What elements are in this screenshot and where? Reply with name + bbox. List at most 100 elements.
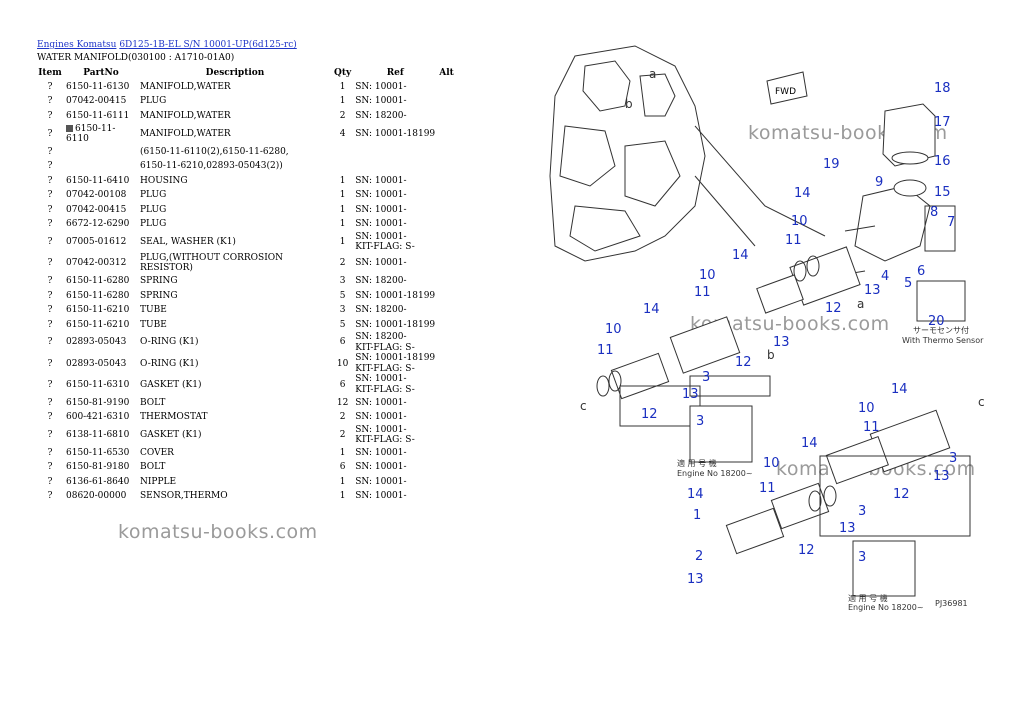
reference: SN: 10001-	[355, 81, 407, 92]
col-item: Item	[38, 68, 62, 78]
description: MANIFOLD,WATER	[140, 81, 231, 92]
breadcrumb: Engines Komatsu 6D125-1B-EL S/N 10001-UP…	[37, 40, 297, 50]
alt-cell	[437, 396, 456, 411]
description: MANIFOLD,WATER	[140, 110, 231, 121]
quantity: 1	[339, 96, 346, 107]
reference-cell: SN: 18200-KIT-FLAG: S-	[353, 332, 437, 353]
reference: SN: 10001-	[355, 447, 407, 458]
part-number: 6150-11-6111	[66, 110, 130, 121]
item: ?	[47, 175, 53, 186]
label-7: 7	[947, 215, 955, 230]
label-3: 3	[858, 550, 866, 565]
part-number-cell: 6150-11-6210	[64, 318, 138, 333]
item: ?	[47, 219, 53, 230]
quantity: 2	[339, 258, 346, 269]
description-cell: SEAL, WASHER (K1)	[138, 232, 332, 253]
reference-cell: SN: 10001-	[353, 188, 437, 203]
parts-table: Item PartNo Description Qty Ref Alt ?615…	[36, 66, 456, 504]
description: PLUG	[140, 219, 167, 230]
item: ?	[47, 96, 53, 107]
alt-cell	[437, 80, 456, 95]
reference: SN: 18200-	[355, 110, 407, 121]
ref-c: c	[580, 399, 587, 413]
description-cell: SPRING	[138, 274, 332, 289]
item-cell: ?	[36, 145, 64, 160]
part-number: 07042-00108	[66, 190, 127, 201]
label-13: 13	[864, 283, 881, 298]
description: PLUG,(WITHOUT CORROSION RESISTOR)	[140, 252, 284, 274]
table-row: ?(6150-11-6110(2),6150-11-6280,	[36, 145, 456, 160]
item-cell: ?	[36, 217, 64, 232]
label-11: 11	[785, 233, 802, 248]
breadcrumb-link-engines[interactable]: Engines Komatsu	[37, 40, 117, 50]
col-alt: Alt	[439, 68, 454, 78]
reference: SN: 10001-	[355, 424, 407, 435]
breadcrumb-link-model[interactable]: 6D125-1B-EL S/N 10001-UP(6d125-rc)	[119, 40, 297, 50]
alt-cell	[437, 232, 456, 253]
part-number-cell: 6150-11-6130	[64, 80, 138, 95]
reference-cell: SN: 10001-	[353, 410, 437, 425]
description-cell: SENSOR,THERMO	[138, 489, 332, 504]
item: ?	[47, 146, 53, 157]
reference: SN: 10001-	[355, 491, 407, 502]
item-cell: ?	[36, 253, 64, 274]
alt-cell	[437, 410, 456, 425]
item: ?	[47, 161, 53, 172]
quantity: 5	[339, 319, 346, 330]
alt-cell	[437, 289, 456, 304]
label-11: 11	[863, 420, 880, 435]
table-header-row: Item PartNo Description Qty Ref Alt	[36, 66, 456, 80]
description-cell: NIPPLE	[138, 475, 332, 490]
part-number: 600-421-6310	[66, 412, 130, 423]
description: TUBE	[140, 305, 167, 316]
label-3: 3	[696, 414, 704, 429]
alt-cell	[437, 303, 456, 318]
ref-c: c	[978, 395, 985, 409]
item: ?	[47, 190, 53, 201]
quantity: 1	[339, 81, 346, 92]
item: ?	[47, 429, 53, 440]
part-number-cell: 02893-05043	[64, 353, 138, 374]
alt-cell	[437, 489, 456, 504]
item: ?	[47, 258, 53, 269]
label-14: 14	[687, 487, 704, 502]
watermark: komatsu-books.com	[118, 521, 318, 543]
part-number-cell: 6150-81-9180	[64, 460, 138, 475]
description-cell: PLUG	[138, 188, 332, 203]
part-number: 07042-00415	[66, 96, 127, 107]
alt-cell	[437, 203, 456, 218]
quantity: 1	[339, 219, 346, 230]
part-number: 07042-00415	[66, 204, 127, 215]
description-cell: TUBE	[138, 318, 332, 333]
ref-b: b	[767, 348, 775, 362]
description-cell: O-RING (K1)	[138, 332, 332, 353]
reference: SN: 10001-	[355, 374, 407, 385]
item-cell: ?	[36, 396, 64, 411]
label-3: 3	[702, 370, 710, 385]
reference: SN: 10001-	[355, 397, 407, 408]
quantity: 3	[339, 305, 346, 316]
part-number-cell: 6150-11-6280	[64, 289, 138, 304]
item: ?	[47, 290, 53, 301]
part-thumbnail-icon[interactable]	[66, 124, 73, 132]
item: ?	[47, 236, 53, 247]
reference-cell: SN: 10001-	[353, 460, 437, 475]
item: ?	[47, 305, 53, 316]
label-6: 6	[917, 264, 925, 279]
description: PLUG	[140, 204, 167, 215]
label-1: 1	[693, 508, 701, 523]
reference: SN: 10001-	[355, 231, 407, 242]
part-number-cell: 6150-11-6410	[64, 174, 138, 189]
reference: SN: 18200-	[355, 276, 407, 287]
item-cell: ?	[36, 124, 64, 145]
label-13: 13	[687, 572, 704, 587]
quantity-cell: 1	[332, 95, 353, 110]
label-12: 12	[798, 543, 815, 558]
reference: SN: 10001-	[355, 204, 407, 215]
kit-flag: KIT-FLAG: S-	[355, 242, 415, 253]
item-cell: ?	[36, 289, 64, 304]
quantity-cell: 1	[332, 203, 353, 218]
